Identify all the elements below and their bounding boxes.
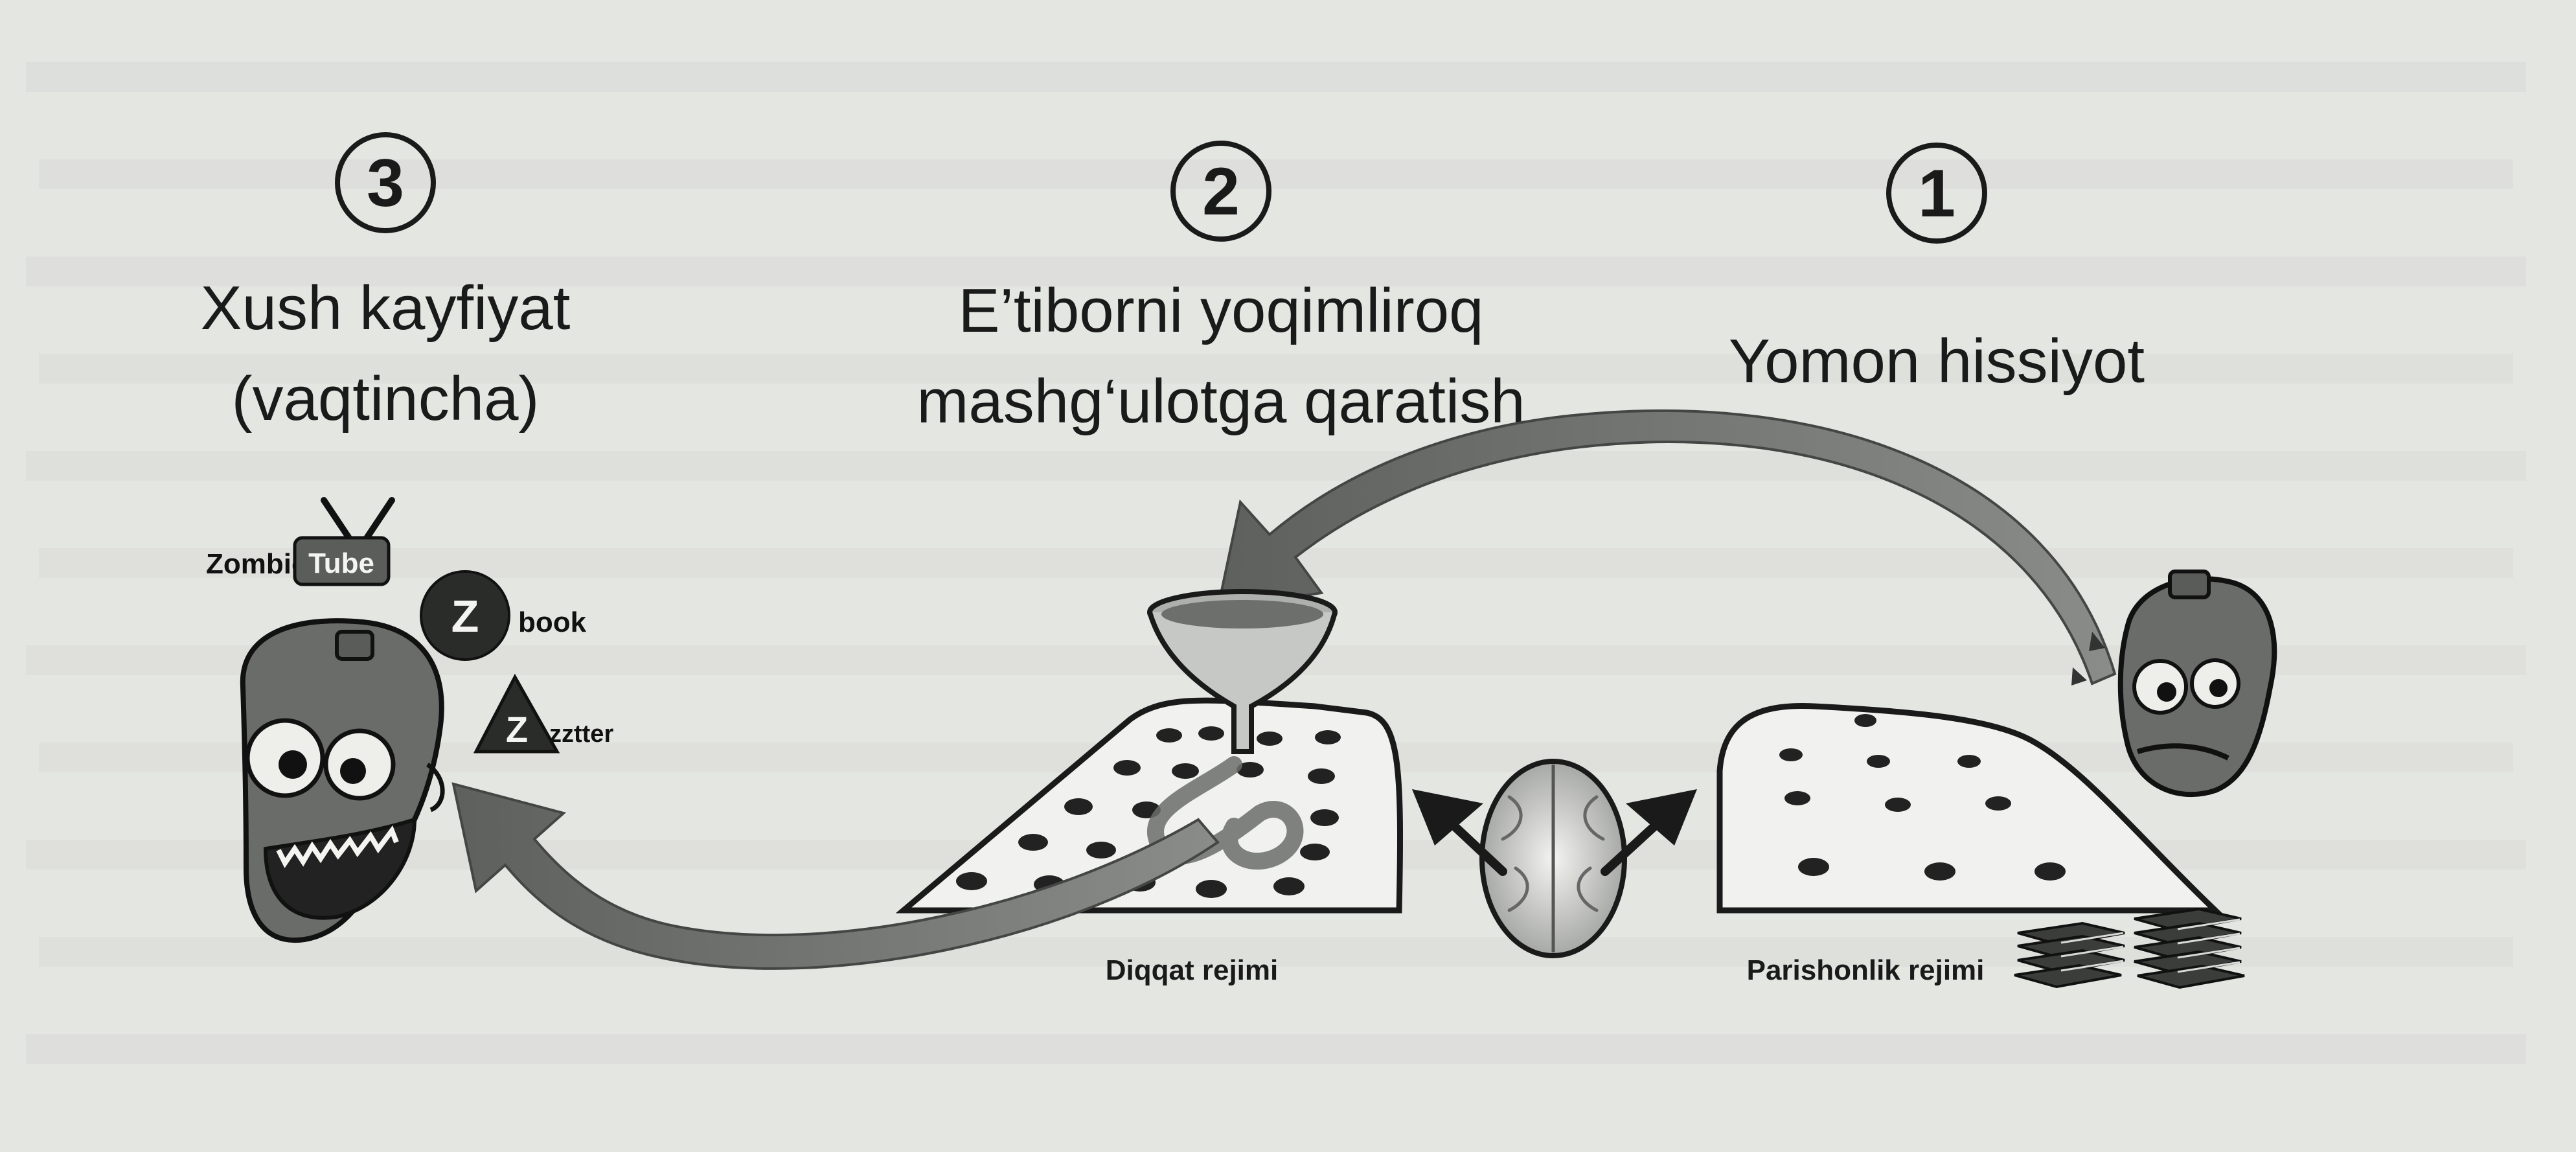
zbook-logo: Z book [420,570,587,661]
focus-mode-label: Diqqat rejimi [1106,954,1279,986]
step-number-circle [1886,143,1987,244]
step-2: 2 E’tiborni yoqimliroq mashg‘ulotga qara… [917,141,1525,436]
step-number: 1 [1918,156,1955,231]
step-caption-line1: Xush kayfiyat [201,273,571,343]
book-stack-icon [2014,907,2245,989]
zombie-tube-logo: Zombie Tube [206,497,395,586]
zombie-tube-word: Zombie [206,548,307,580]
step-3: 3 Xush kayfiyat (vaqtincha) [201,132,571,433]
happy-zombie-icon [240,618,445,943]
zzter-letter: Z [506,709,528,750]
step-1: 1 Yomon hissiyot [1729,143,2145,396]
diffuse-mode-board [1716,703,2223,914]
step-caption-line2: (vaqtincha) [232,364,540,433]
arrow-brain-to-diffuse [1601,789,1697,876]
step-caption-line1: Yomon hissiyot [1729,327,2145,396]
zbook-letter: Z [451,591,479,641]
brain-icon [1479,759,1627,958]
arrow-brain-to-focus [1412,789,1507,876]
step-caption-line2: mashg‘ulotga qaratish [917,367,1525,436]
sad-zombie-icon [2071,570,2277,798]
diffuse-mode-label: Parishonlik rejimi [1747,954,1985,986]
zzter-word: zztter [549,720,613,748]
step-number-circle [1170,141,1271,242]
arrow-bad-feeling-to-distraction [1216,409,2117,685]
step-number-circle [335,132,436,233]
focus-mode-board [895,697,1404,914]
step-number: 3 [367,146,404,221]
zbook-word: book [518,606,587,638]
arrow-distraction-to-good-mood [451,782,1220,970]
diffuse-mode-dots [1779,714,2066,881]
step-caption-line1: E’tiborni yoqimliroq [959,276,1484,345]
funnel-icon [1147,589,1338,754]
zombie-tube-badge: Tube [308,547,374,579]
step-number: 2 [1202,154,1240,229]
zzter-logo: Z zztter [473,673,613,754]
